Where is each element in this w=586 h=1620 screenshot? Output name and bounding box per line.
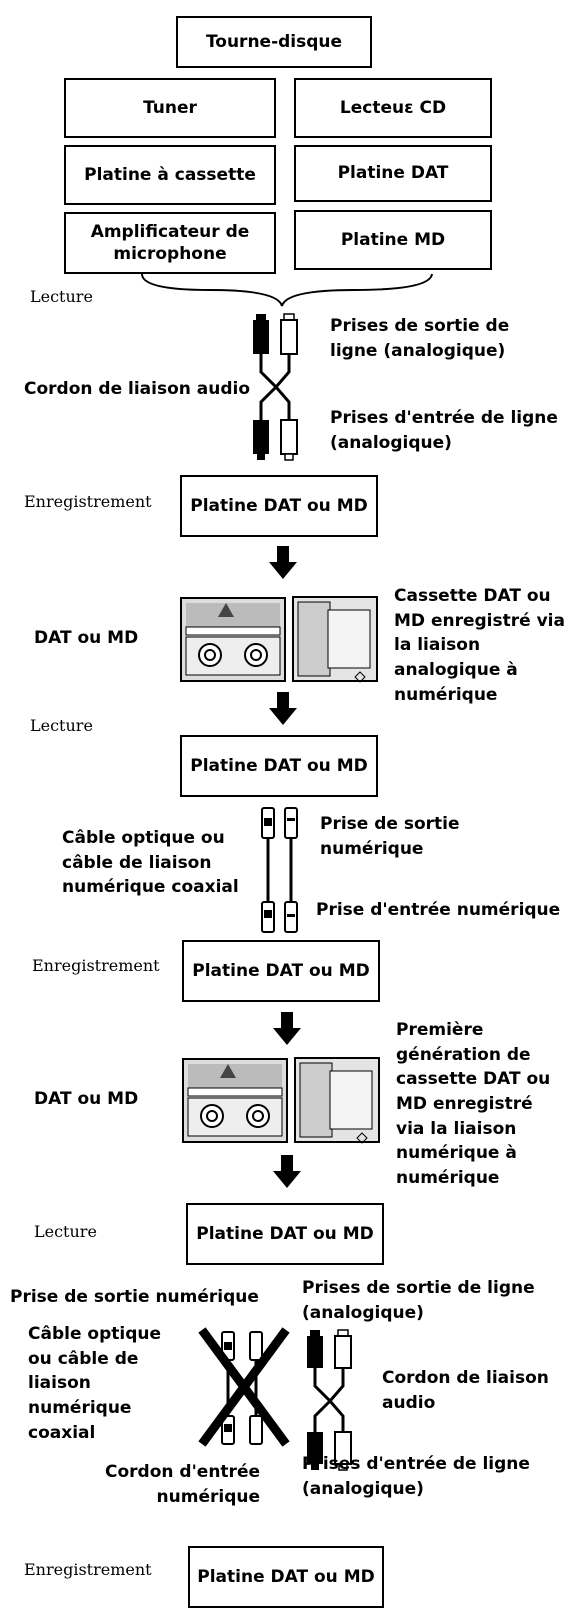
dat-cassette-icon bbox=[180, 597, 286, 682]
line-out-jacks-label-2: Prises de sortie de ligne (analogique) bbox=[302, 1278, 535, 1323]
turntable-box: Tourne-disque bbox=[176, 16, 372, 68]
recording-label-3: Enregistrement bbox=[24, 1560, 152, 1579]
down-arrow-icon bbox=[273, 1012, 301, 1045]
minidisc-icon bbox=[292, 596, 378, 683]
dat-md-deck-box-4: Platine DAT ou MD bbox=[186, 1203, 384, 1265]
dat-md-deck-box-3: Platine DAT ou MD bbox=[182, 940, 380, 1002]
dat-md-deck-box-1: Platine DAT ou MD bbox=[180, 475, 378, 537]
dat-md-deck-box-2: Platine DAT ou MD bbox=[180, 735, 378, 797]
recording-label-2: Enregistrement bbox=[32, 956, 160, 975]
audio-cord-label-1: Cordon de liaison audio bbox=[24, 379, 251, 399]
dat-md-deck-box-5: Platine DAT ou MD bbox=[188, 1546, 384, 1608]
dat-or-md-label-1: DAT ou MD bbox=[34, 628, 139, 648]
mic-amp-box: Amplificateur de microphone bbox=[64, 212, 276, 274]
tuner-box: Tuner bbox=[64, 78, 276, 138]
playback-label-3: Lecture bbox=[34, 1222, 97, 1241]
digital-in-jack-label: Prise d'entrée numérique bbox=[316, 900, 561, 920]
digital-out-jack-label-1: Prise de sortie numérique bbox=[320, 814, 460, 859]
dat-or-md-label-2: DAT ou MD bbox=[34, 1089, 139, 1109]
dat-cassette-icon bbox=[182, 1058, 288, 1143]
minidisc-icon bbox=[294, 1057, 380, 1144]
optical-cable-label-2: Câble optique ou câble de liaison numéri… bbox=[28, 1324, 161, 1443]
digital-out-jack-label-2: Prise de sortie numérique bbox=[10, 1287, 259, 1307]
audio-cord-icon bbox=[253, 313, 298, 461]
down-arrow-icon bbox=[273, 1155, 301, 1188]
cd-player-box: Lecteuɛ CD bbox=[294, 78, 492, 138]
down-arrow-icon bbox=[269, 546, 297, 579]
dat-deck-box: Platine DAT bbox=[294, 145, 492, 202]
line-in-jacks-label-1: Prises d'entrée de ligne (analogique) bbox=[330, 408, 558, 453]
optical-cable-label-1: Câble optique ou câble de liaison numéri… bbox=[62, 828, 239, 898]
audio-cord-icon bbox=[307, 1329, 352, 1471]
down-arrow-icon bbox=[269, 692, 297, 725]
md-deck-box: Platine MD bbox=[294, 210, 492, 270]
recording-label-1: Enregistrement bbox=[24, 492, 152, 511]
first-generation-label: Première génération de cassette DAT ou M… bbox=[396, 1020, 551, 1188]
cassette-deck-box: Platine à cassette bbox=[64, 145, 276, 205]
audio-cord-label-2: Cordon de liaison audio bbox=[382, 1368, 549, 1413]
brace-icon bbox=[141, 273, 433, 307]
line-in-jacks-label-2: Prises d'entrée de ligne (analogique) bbox=[302, 1454, 530, 1499]
crossed-optical-cable-icon bbox=[198, 1327, 290, 1447]
line-out-jacks-label-1: Prises de sortie de ligne (analogique) bbox=[330, 316, 510, 361]
playback-label-1: Lecture bbox=[30, 287, 93, 306]
optical-cable-icon bbox=[261, 807, 298, 933]
digital-in-cord-label: Cordon d'entrée numérique bbox=[105, 1462, 260, 1507]
playback-label-2: Lecture bbox=[30, 716, 93, 735]
recorded-analog-label: Cassette DAT ou MD enregistré via la lia… bbox=[394, 586, 565, 705]
